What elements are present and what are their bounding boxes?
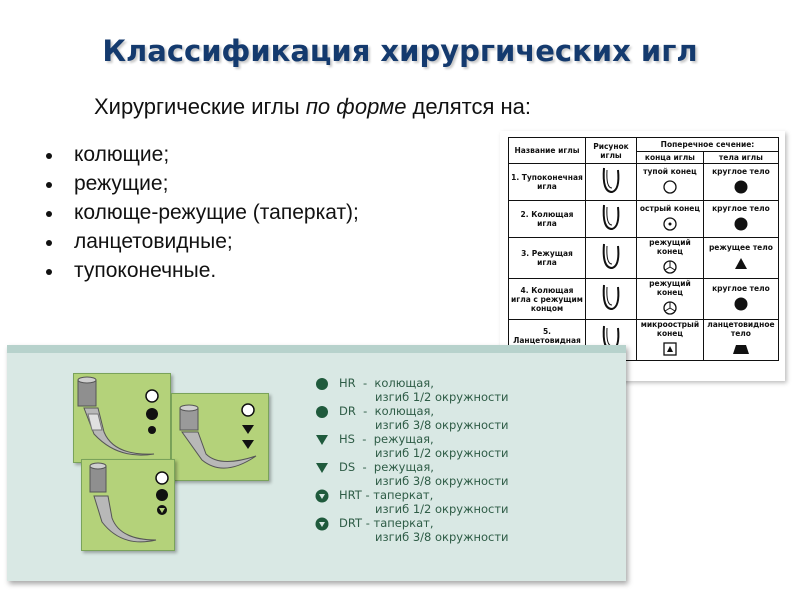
- table-row: 1. Тупоконечная игла тупой конец круглое т…: [508, 163, 780, 201]
- body-cell: круглое тело: [702, 278, 780, 320]
- circle-icon: [315, 405, 329, 419]
- header-name: Название иглы: [508, 137, 586, 164]
- taper-circle-icon: [315, 517, 329, 531]
- filled-circle-icon: [146, 408, 158, 420]
- tip-cell: тупой конец: [636, 163, 704, 201]
- table-row: 4. Колющая игла с режущим концом режущий …: [508, 278, 780, 320]
- filled-circle-icon: [706, 293, 776, 315]
- list-item: режущие;: [44, 169, 359, 198]
- legend-curvature: изгиб 3/8 окружности: [375, 530, 509, 544]
- needle-illustration-icon: [179, 403, 257, 469]
- tip-cell: режущий конец: [636, 237, 704, 279]
- body-cell: круглое тело: [702, 163, 780, 201]
- needle-drawing-icon: [585, 163, 637, 201]
- tip-cell: микроострый конец: [636, 319, 704, 361]
- triangle-in-square-icon: [639, 338, 701, 360]
- table-row: 3. Режущая игла режущий конец режущее тело: [508, 237, 780, 279]
- needle-card-hs: [171, 393, 269, 481]
- body-label: режущее тело: [708, 242, 773, 252]
- bullet-list: колющие; режущие; колюще-режущие (таперк…: [44, 140, 359, 285]
- triangle-icon: [315, 461, 329, 475]
- tip-label: тупой конец: [643, 166, 697, 176]
- tip-label: режущий конец: [649, 279, 691, 297]
- body-label: круглое тело: [712, 166, 770, 176]
- header-tip: конца иглы: [636, 151, 704, 164]
- legend-code: DRT - таперкат,: [339, 516, 434, 530]
- legend-code: DS - режущая,: [339, 460, 434, 474]
- needle-name-cell: 1. Тупоконечная игла: [508, 163, 586, 201]
- open-circle-icon: [241, 403, 255, 417]
- legend-code: HRT - таперкат,: [339, 488, 434, 502]
- triangle-icon: [315, 433, 329, 447]
- tip-label: режущий конец: [649, 238, 691, 256]
- header-body: тела иглы: [702, 151, 780, 164]
- filled-circle-icon: [706, 176, 776, 198]
- taper-circle-icon: [315, 489, 329, 503]
- tip-label: микроострый конец: [640, 320, 700, 338]
- body-label: круглое тело: [712, 203, 770, 213]
- body-cell: режущее тело: [702, 237, 780, 279]
- needle-drawing-icon: [585, 200, 637, 238]
- filled-triangle-icon: [706, 252, 776, 274]
- subtitle: Хирургические иглы по форме делятся на:: [94, 94, 531, 120]
- cutting-circle-icon: [639, 256, 701, 278]
- body-cell: ланцетовидное тело: [702, 319, 780, 361]
- needle-drawing-icon: [585, 237, 637, 279]
- tip-cell: режущий конец: [636, 278, 704, 320]
- circle-icon: [315, 377, 329, 391]
- needle-card-hr: [73, 373, 171, 463]
- body-label: ланцетовидное тело: [707, 320, 775, 338]
- needle-name-cell: 2. Колющая игла: [508, 200, 586, 238]
- legend-curvature: изгиб 1/2 окружности: [375, 446, 509, 460]
- open-circle-icon: [639, 176, 701, 198]
- filled-circle-icon: [706, 213, 776, 235]
- legend-code: DR - колющая,: [339, 404, 435, 418]
- body-cell: круглое тело: [702, 200, 780, 238]
- needle-table-image: Название иглы Рисунок иглы Поперечное се…: [500, 131, 785, 381]
- needle-table: Название иглы Рисунок иглы Поперечное се…: [508, 137, 780, 361]
- needle-drawing-icon: [585, 278, 637, 320]
- table-row: 2. Колющая игла острый конец круглое тело: [508, 200, 780, 238]
- subtitle-end: делятся на:: [406, 94, 531, 119]
- page-title: Классификация хирургических игл: [102, 34, 698, 68]
- list-item: колющие;: [44, 140, 359, 169]
- filled-trapezoid-icon: [706, 338, 776, 360]
- needle-illustration-icon: [89, 462, 169, 543]
- tip-label: острый конец: [639, 203, 700, 213]
- list-item: ланцетовидные;: [44, 227, 359, 256]
- legend-code: HS - режущая,: [339, 432, 434, 446]
- header-cross-section: Поперечное сечение:: [636, 137, 779, 152]
- list-item: колюще-режущие (таперкат);: [44, 198, 359, 227]
- triangle-icon: [242, 440, 254, 449]
- triangle-icon: [242, 425, 254, 434]
- small-circle-icon: [148, 426, 156, 434]
- legend-code: HR - колющая,: [339, 376, 434, 390]
- subtitle-start: Хирургические иглы: [94, 94, 306, 119]
- open-circle-icon: [155, 471, 169, 485]
- dotted-circle-icon: [639, 213, 701, 235]
- legend-curvature: изгиб 1/2 окружности: [375, 502, 509, 516]
- legend-curvature: изгиб 3/8 окружности: [375, 418, 509, 432]
- cutting-circle-icon: [639, 297, 701, 319]
- panel-top-band: [7, 345, 626, 353]
- header-drawing: Рисунок иглы: [585, 137, 637, 164]
- needle-illustration-icon: [77, 376, 159, 456]
- subtitle-italic: по форме: [305, 94, 407, 119]
- needle-card-hrt: [81, 459, 175, 551]
- filled-circle-icon: [156, 489, 168, 501]
- legend-curvature: изгиб 3/8 окружности: [375, 474, 509, 488]
- tip-cell: острый конец: [636, 200, 704, 238]
- open-circle-icon: [145, 389, 159, 403]
- list-item: тупоконечные.: [44, 256, 359, 285]
- body-label: круглое тело: [712, 283, 770, 293]
- needle-name-cell: 4. Колющая игла с режущим концом: [508, 278, 586, 320]
- legend-curvature: изгиб 1/2 окружности: [375, 390, 509, 404]
- needle-name-cell: 3. Режущая игла: [508, 237, 586, 279]
